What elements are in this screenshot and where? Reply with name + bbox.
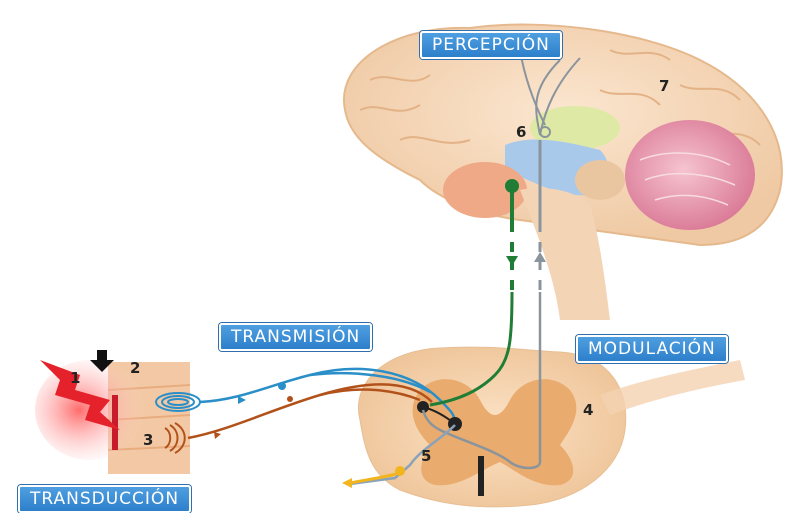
number-2: 2 (130, 359, 140, 377)
number-7: 7 (659, 77, 669, 95)
modulacion-label: MODULACIÓN (576, 335, 728, 363)
tissue-injury-bar (112, 395, 118, 450)
tissue (35, 350, 190, 474)
number-5: 5 (421, 447, 431, 465)
brown-arrow-icon (214, 432, 221, 439)
percepcion-label: PERCEPCIÓN (420, 31, 562, 59)
blue-arrow-icon (238, 396, 246, 404)
number-1: 1 (70, 369, 80, 387)
number-6: 6 (516, 123, 526, 141)
blue-ganglion (278, 382, 286, 390)
brown-ganglion (287, 396, 293, 402)
small-structure (575, 160, 625, 200)
nerve-extension-right (600, 360, 745, 415)
transmision-label: TRANSMISIÓN (219, 323, 372, 351)
cerebellum (625, 120, 755, 230)
transduccion-label: TRANSDUCCIÓN (18, 485, 191, 513)
number-4: 4 (583, 401, 593, 419)
brain (344, 25, 782, 320)
central-canal (478, 456, 484, 496)
spinal-cord (358, 347, 745, 507)
number-3: 3 (143, 431, 153, 449)
